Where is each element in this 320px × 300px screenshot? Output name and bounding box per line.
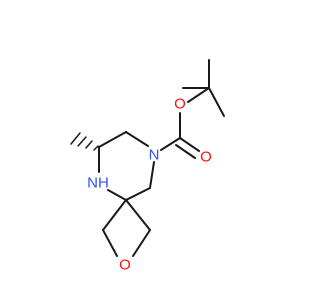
bond-tbu-methyl-right xyxy=(208,87,225,117)
bond-oxetane-right-o xyxy=(132,229,151,257)
bond-carbonyl-double-b xyxy=(175,144,196,159)
bond-tbu-oxygen xyxy=(187,87,210,103)
oxetane-oxygen-label: O xyxy=(119,257,131,274)
bond-ch2-top-chme xyxy=(98,131,127,148)
bond-n-ch2-top xyxy=(125,131,149,147)
ester-oxygen-label: O xyxy=(174,96,186,113)
bond-nh-spiro xyxy=(107,189,127,201)
bond-ch2-right-n xyxy=(149,161,155,189)
carbonyl-oxygen-label: O xyxy=(200,149,212,166)
bond-spiro-oxetane-left xyxy=(102,199,127,231)
bond-spiro-ch2-right xyxy=(125,187,151,201)
ring-nitrogen-label: N xyxy=(149,147,160,164)
bond-carbonyl-double-a xyxy=(179,137,200,152)
bond-spiro-oxetane-right xyxy=(125,199,151,231)
methyl-hashed-wedge xyxy=(70,132,99,151)
molecule-structure: O O N NH O xyxy=(70,59,225,274)
bond-oxetane-left-o xyxy=(102,229,118,257)
bond-carbonyl-n xyxy=(160,137,181,151)
ring-nh-label: NH xyxy=(87,175,109,192)
